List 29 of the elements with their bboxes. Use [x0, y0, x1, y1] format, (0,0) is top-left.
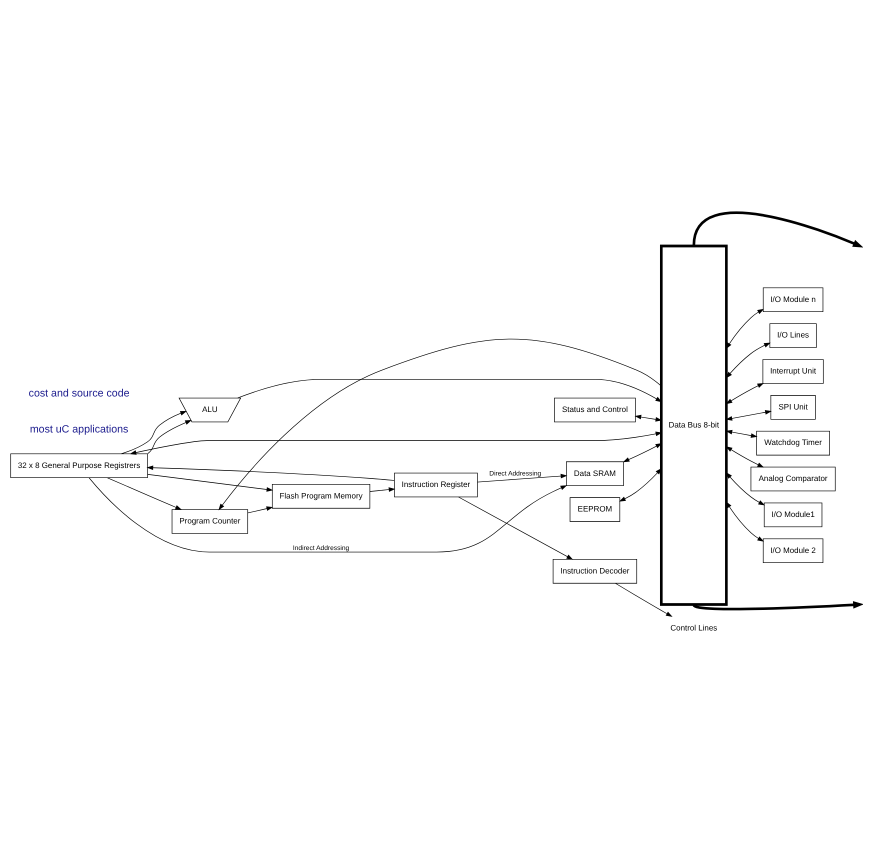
arrow: [726, 429, 758, 438]
arrow: [107, 476, 182, 510]
arrow: [726, 308, 764, 349]
arrow: [618, 468, 662, 502]
label: most uC applications: [30, 422, 128, 435]
arrow: [692, 211, 863, 248]
arrow: [130, 431, 662, 454]
arrow: [726, 342, 771, 378]
arrow: [147, 474, 274, 492]
arrow: [726, 472, 766, 505]
arrow: [615, 582, 673, 616]
arrow: [147, 420, 192, 454]
arrow: [726, 382, 764, 404]
arrow: [237, 378, 662, 402]
arrow: [622, 442, 662, 462]
arrow: [88, 476, 568, 552]
arrow: [146, 464, 395, 480]
arrow: [247, 506, 274, 513]
arrow: [477, 473, 568, 482]
arrow: [726, 410, 772, 420]
arrow: [370, 486, 396, 492]
arrow: [693, 600, 863, 610]
arrow: [726, 446, 764, 467]
arrow: [120, 410, 187, 454]
label: cost and source code: [28, 387, 130, 400]
arrow: [218, 338, 662, 510]
arrow: [634, 414, 662, 422]
arrow: [458, 496, 574, 560]
arrow: [726, 500, 764, 542]
